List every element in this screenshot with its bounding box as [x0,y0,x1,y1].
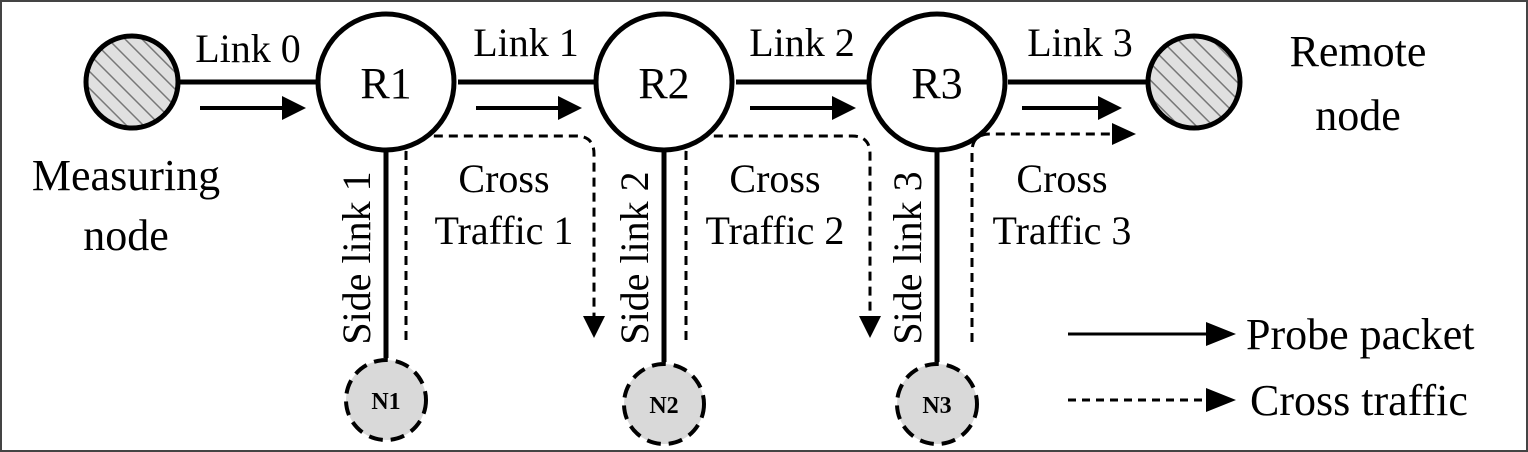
router-r2-circle [593,11,735,153]
router-r2: R2 [593,11,735,153]
side-node-n2-circle [622,362,706,446]
cross-traffic-1-path [404,134,596,340]
side-link-3-label: Side link 3 [885,171,930,344]
side-node-n2-label: N2 [649,393,678,419]
cross-traffic-paths [404,123,1136,342]
measuring-node-circle [83,33,181,131]
link-0-label: Link 0 [195,26,301,71]
router-r3: R3 [866,11,1008,153]
side-node-n1-label: N1 [371,389,400,415]
cross-traffic-2-arrowhead [859,316,881,338]
legend-probe-label: Probe packet [1246,310,1474,359]
router-r2-label: R2 [638,59,689,108]
cross-traffic-3-arrowhead [1112,123,1136,145]
side-node-n2: N2 [622,362,706,446]
cross-traffic-3-label-1: Cross [1016,156,1107,201]
router-r1: R1 [315,11,457,153]
cross-traffic-3-path [970,132,1114,342]
legend-cross-label: Cross traffic [1250,376,1468,425]
legend: Probe packet Cross traffic [1068,310,1474,425]
side-node-n1-circle [344,358,428,442]
measuring-node-label-2: node [83,211,169,260]
cross-traffic-2-label-1: Cross [729,156,820,201]
router-r1-circle [315,11,457,153]
remote-node-label-2: node [1315,91,1401,140]
side-node-n3: N3 [895,362,979,446]
remote-node-circle [1145,33,1243,131]
side-link-1-label: Side link 1 [334,171,379,344]
probe-arrowhead-3 [1098,96,1122,120]
measuring-node-label-1: Measuring [32,151,220,200]
cross-traffic-3-label-2: Traffic 3 [993,208,1132,253]
side-links [383,150,940,362]
cross-traffic-1-label-1: Cross [458,156,549,201]
cross-traffic-1-label-2: Traffic 1 [435,208,574,253]
probe-arrowhead-2 [832,96,856,120]
side-node-n3-circle [895,362,979,446]
link-2-label: Link 2 [749,20,855,65]
probe-arrowhead-1 [558,96,582,120]
cross-traffic-1-arrowhead [583,316,605,338]
probe-arrows [200,96,1122,120]
side-link-2-label: Side link 2 [612,171,657,344]
router-r1-label: R1 [360,59,411,108]
side-node-n3-label: N3 [922,393,951,419]
link-3-label: Link 3 [1027,20,1133,65]
router-r3-circle [866,11,1008,153]
legend-probe-arrowhead [1206,322,1236,346]
link-1-label: Link 1 [473,20,579,65]
remote-node-label-1: Remote [1290,27,1427,76]
probe-arrowhead-0 [282,96,306,120]
legend-cross-arrowhead [1206,388,1236,412]
cross-traffic-2-label-2: Traffic 2 [706,208,845,253]
side-node-n1: N1 [344,358,428,442]
cross-traffic-2-path [684,134,872,340]
router-r3-label: R3 [911,59,962,108]
